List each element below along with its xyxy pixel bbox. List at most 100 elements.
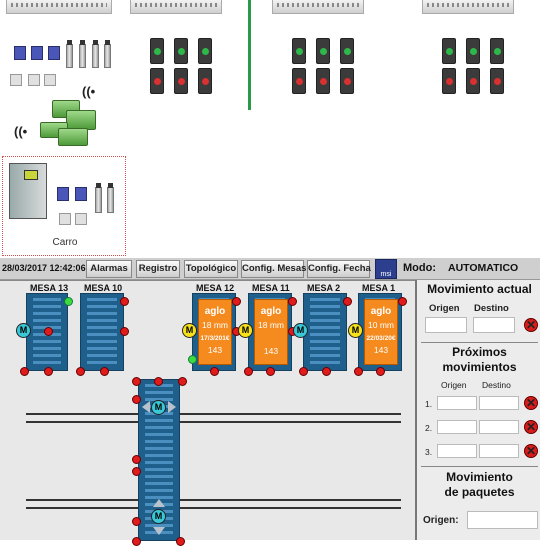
divider bbox=[421, 466, 538, 467]
movement-panel: Movimiento actual Origen Destino ✕ Próxi… bbox=[415, 280, 540, 540]
alarms-button[interactable]: Alarmas bbox=[86, 260, 132, 278]
cancel-move-icon[interactable]: ✕ bbox=[524, 444, 538, 458]
sensor-alarm bbox=[132, 467, 141, 476]
motor-icon[interactable]: M bbox=[238, 323, 253, 338]
sensor-alarm bbox=[132, 537, 141, 546]
config-date-button[interactable]: Config. Fecha bbox=[307, 260, 371, 278]
next-moves-title-2: movimientos bbox=[442, 360, 517, 374]
sensor-alarm bbox=[376, 367, 385, 376]
next-origin-field[interactable] bbox=[437, 444, 477, 458]
load-size: 18 mm bbox=[202, 320, 228, 330]
load-package[interactable]: aglo 18 mm 17/3/201€ 143 bbox=[198, 299, 232, 365]
sensor-alarm bbox=[299, 367, 308, 376]
conveyor-mesa-10[interactable] bbox=[80, 293, 124, 371]
topology-button[interactable]: Topológico bbox=[184, 260, 238, 278]
sensor-alarm bbox=[398, 297, 407, 306]
packages-origin-label: Origen: bbox=[423, 515, 459, 526]
next-dest-field[interactable] bbox=[479, 444, 519, 458]
next-dest-field[interactable] bbox=[479, 396, 519, 410]
sensor-ok bbox=[64, 297, 73, 306]
wireless-module bbox=[66, 110, 96, 130]
packages-origin-field[interactable] bbox=[467, 511, 538, 529]
cancel-current-icon[interactable]: ✕ bbox=[524, 318, 538, 332]
load-package[interactable]: aglo 18 mm 143 bbox=[254, 299, 288, 365]
sensor-alarm bbox=[322, 367, 331, 376]
packages-title-2: de paquetes bbox=[444, 485, 515, 499]
current-move-title: Movimiento actual bbox=[427, 282, 532, 296]
sensor-device bbox=[48, 46, 60, 60]
divider bbox=[421, 342, 538, 343]
motor-icon[interactable]: M bbox=[16, 323, 31, 338]
plc-unit bbox=[272, 0, 364, 14]
next-origin-field[interactable] bbox=[437, 420, 477, 434]
next-dest-field[interactable] bbox=[479, 420, 519, 434]
conveyor-mesa-2[interactable] bbox=[303, 293, 347, 371]
motor-icon[interactable]: M bbox=[151, 509, 166, 524]
next-origin-field[interactable] bbox=[437, 396, 477, 410]
msi-logo: msi bbox=[375, 259, 397, 279]
next-moves-title: Próximos bbox=[452, 345, 507, 359]
wifi-icon: ((• bbox=[82, 84, 96, 99]
plc-unit bbox=[6, 0, 112, 14]
load-name: aglo bbox=[204, 306, 226, 317]
load-package[interactable]: aglo 10 mm 22/03/20€ 143 bbox=[364, 299, 398, 365]
origin-header: Origen bbox=[429, 303, 460, 314]
current-origin-field[interactable] bbox=[425, 317, 467, 333]
cart-rail bbox=[26, 421, 401, 423]
arrow-down-icon bbox=[153, 527, 165, 535]
sensor-alarm bbox=[100, 367, 109, 376]
sensor-device bbox=[14, 46, 26, 60]
reflector bbox=[10, 74, 22, 86]
drive-unit bbox=[9, 163, 47, 219]
proximity-sensor bbox=[107, 183, 114, 213]
reflector bbox=[59, 213, 71, 225]
row-number: 1. bbox=[425, 399, 433, 409]
sensor-device bbox=[75, 187, 87, 201]
sensor-alarm bbox=[132, 455, 141, 464]
row-number: 3. bbox=[425, 447, 433, 457]
load-count: 143 bbox=[207, 345, 223, 355]
arrow-left-icon bbox=[142, 401, 150, 413]
table-label: MESA 10 bbox=[84, 283, 123, 293]
motor-icon[interactable]: M bbox=[348, 323, 363, 338]
proximity-sensor bbox=[95, 183, 102, 213]
sensor-alarm bbox=[266, 367, 275, 376]
sensor-alarm bbox=[20, 367, 29, 376]
plc-unit bbox=[130, 0, 222, 14]
sensor-alarm bbox=[76, 367, 85, 376]
proximity-sensor bbox=[66, 40, 73, 68]
row-number: 2. bbox=[425, 423, 433, 433]
sensor-alarm bbox=[120, 297, 129, 306]
sensor-alarm bbox=[44, 367, 53, 376]
log-button[interactable]: Registro bbox=[136, 260, 180, 278]
next-origin-header: Origen bbox=[441, 380, 467, 390]
table-label: MESA 2 bbox=[307, 283, 341, 293]
sensor-alarm bbox=[244, 367, 253, 376]
cart-panel: Carro bbox=[2, 156, 126, 256]
toolbar: 28/03/2017 12:42:06 Alarmas Registro Top… bbox=[0, 258, 540, 280]
cancel-move-icon[interactable]: ✕ bbox=[524, 420, 538, 434]
sensor-alarm bbox=[210, 367, 219, 376]
sensor-alarm bbox=[178, 377, 187, 386]
arrow-up-icon bbox=[153, 499, 165, 507]
load-count: 143 bbox=[263, 346, 279, 356]
sensor-device bbox=[57, 187, 69, 201]
table-label: MESA 12 bbox=[196, 283, 235, 293]
cancel-move-icon[interactable]: ✕ bbox=[524, 396, 538, 410]
arrow-right-icon bbox=[168, 401, 176, 413]
config-tables-button[interactable]: Config. Mesas bbox=[241, 260, 306, 278]
motor-icon[interactable]: M bbox=[151, 400, 166, 415]
proximity-sensor bbox=[79, 40, 86, 68]
packages-title: Movimiento bbox=[446, 470, 513, 484]
wifi-icon: ((• bbox=[14, 124, 28, 139]
sensor-alarm bbox=[288, 297, 297, 306]
sensor-alarm bbox=[232, 297, 241, 306]
load-name: aglo bbox=[260, 306, 282, 317]
motor-icon[interactable]: M bbox=[293, 323, 308, 338]
current-dest-field[interactable] bbox=[473, 317, 515, 333]
load-size: 10 mm bbox=[368, 320, 394, 330]
motor-icon[interactable]: M bbox=[182, 323, 197, 338]
sensor-ok bbox=[188, 355, 197, 364]
proximity-sensor bbox=[92, 40, 99, 68]
next-dest-header: Destino bbox=[482, 380, 511, 390]
